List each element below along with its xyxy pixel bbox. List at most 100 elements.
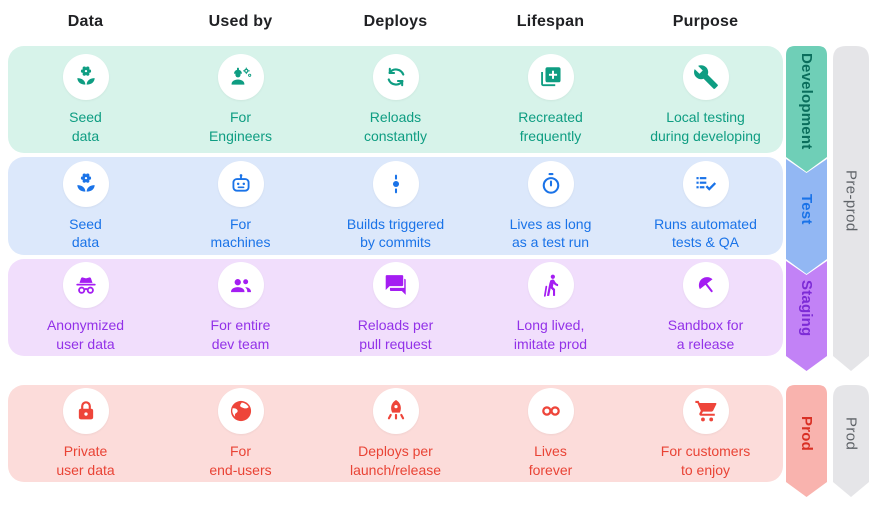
- group-icon: [217, 262, 264, 309]
- column-header-lifespan: Lifespan: [516, 13, 585, 30]
- column-headers: Data Used by Deploys Lifespan Purpose: [8, 13, 783, 31]
- column-header-data: Data: [67, 13, 104, 30]
- column-header-purpose: Purpose: [672, 13, 739, 30]
- bracket-prod-label: Prod: [842, 416, 860, 451]
- cart-icon: [682, 388, 729, 435]
- cell-test-lifespan: Lives as long as a test run: [473, 157, 628, 255]
- cell-label-line: Local testing: [666, 109, 745, 126]
- cell-label-line: For customers: [660, 443, 751, 460]
- cell-label-line: pull request: [359, 335, 432, 352]
- beach-umbrella-icon: [682, 262, 729, 309]
- arrow-test: Test: [786, 159, 827, 274]
- cell-label-line: to enjoy: [680, 461, 731, 478]
- cell-label-line: frequently: [519, 127, 582, 144]
- row-test: Seed data For machines Builds triggered by co…: [8, 157, 783, 255]
- arrow-development: Development: [786, 46, 827, 172]
- cell-label: Lives as long as a test run: [510, 215, 592, 252]
- arrow-test-label: Test: [798, 193, 815, 225]
- sync-icon: [372, 54, 419, 101]
- library-add-icon: [527, 54, 574, 101]
- seed-icon: [62, 54, 109, 101]
- cell-label-line: Builds triggered: [346, 215, 445, 232]
- lock-icon: [62, 388, 109, 435]
- cell-test-deploys: Builds triggered by commits: [318, 157, 473, 255]
- globe-icon: [217, 388, 264, 435]
- infinity-icon: [527, 388, 574, 435]
- column-header-used-by: Used by: [208, 13, 273, 30]
- cell-label-line: Lives as long: [509, 215, 592, 232]
- cell-label: Long lived,imitate prod: [514, 316, 587, 353]
- cell-label-line: end-users: [209, 461, 272, 478]
- forum-icon: [372, 262, 419, 309]
- cell-label-line: For: [229, 215, 251, 232]
- cell-label-line: a release: [676, 335, 735, 352]
- cell-label-line: user data: [56, 461, 115, 478]
- cell-test-used-by: For machines: [163, 157, 318, 255]
- bracket-pre-prod-label: Pre-prod: [842, 170, 860, 232]
- cell-label-line: For: [229, 443, 251, 460]
- cell-label-line: launch/release: [349, 461, 442, 478]
- incognito-icon: [62, 262, 109, 309]
- cell-label-line: tests & QA: [672, 234, 739, 250]
- column-header-deploys: Deploys: [363, 13, 428, 30]
- seed-icon: [62, 160, 109, 207]
- timer-icon: [527, 160, 574, 207]
- cell-label-line: Private: [63, 443, 108, 460]
- cell-label-line: user data: [56, 335, 115, 352]
- cell-label-line: as a test run: [511, 234, 590, 250]
- cell-label-line: For entire: [210, 317, 271, 334]
- cell-label-line: machines: [210, 234, 271, 250]
- cell-label-line: imitate prod: [513, 335, 588, 352]
- arrow-staging: Staging: [786, 261, 827, 371]
- cell-label-line: Deploys per: [358, 443, 433, 460]
- cell-label: For machines: [211, 215, 271, 252]
- bracket-prod: Prod: [833, 385, 869, 497]
- cell-label-line: constantly: [363, 127, 428, 144]
- checklist-icon: [682, 160, 729, 207]
- cell-test-data: Seed data: [8, 157, 163, 255]
- cell-label-line: data: [71, 234, 100, 250]
- cell-label: Runs automated tests & QA: [654, 215, 757, 252]
- cell-label-line: Reloads: [369, 109, 422, 126]
- cell-label-line: Lives: [534, 443, 567, 460]
- bracket-pre-prod: Pre-prod: [833, 46, 869, 371]
- cell-label-line: Recreated: [518, 109, 583, 126]
- cell-label-line: by commits: [360, 234, 431, 250]
- cell-label-line: Seed: [69, 215, 102, 232]
- arrow-development-label: Development: [798, 53, 815, 150]
- cell-label: Seed data: [69, 215, 102, 252]
- cell-label-line: data: [71, 127, 100, 144]
- commit-icon: [372, 160, 419, 207]
- cell-label-line: Long lived,: [516, 317, 585, 334]
- cell-label-line: Reloads per: [357, 317, 434, 334]
- cell-label-line: For: [229, 109, 251, 126]
- cell-label-line: Runs automated: [654, 215, 757, 232]
